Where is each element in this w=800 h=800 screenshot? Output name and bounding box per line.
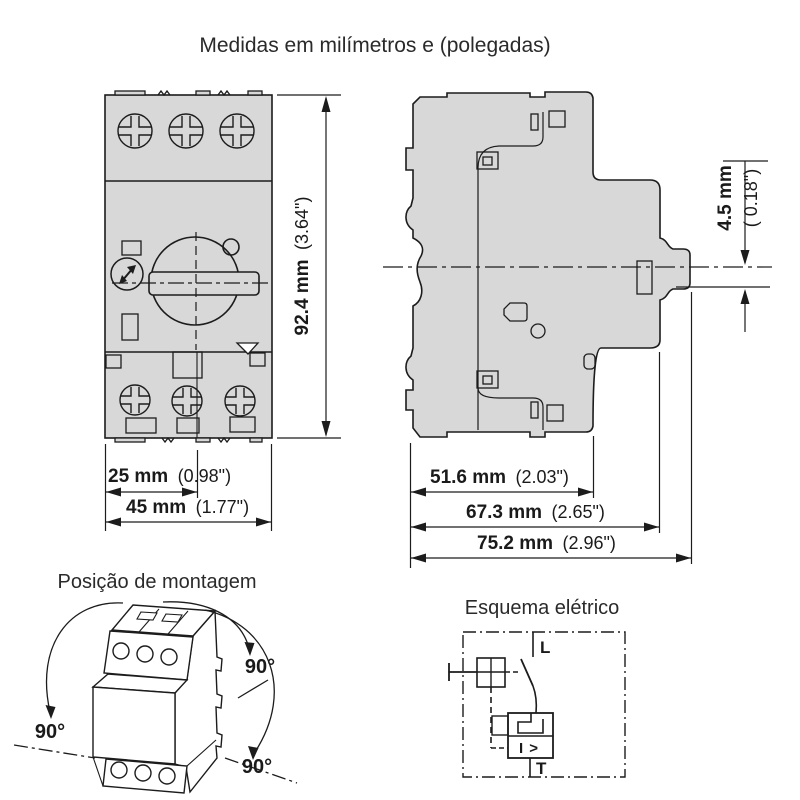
side-interior-seams — [477, 112, 544, 430]
dim-label-height: 92.4 mm (3.64") — [292, 197, 313, 336]
dim-knob-mm: 4.5 mm — [715, 165, 736, 230]
angle-label-top-right: 90° — [245, 656, 275, 678]
schematic-enclosure-border — [462, 631, 626, 778]
dim-height-in: (3.64") — [292, 197, 312, 250]
release-actuator-box — [491, 715, 509, 736]
overcurrent-release-label: I > — [519, 740, 539, 757]
dim-label-45: 45 mm (1.77") — [126, 497, 249, 518]
arc-top-right — [162, 601, 250, 649]
manual-operator-symbol — [448, 663, 477, 681]
ext-lines-depth — [409, 292, 693, 568]
arrow-down-icon — [321, 421, 331, 437]
switch-contact — [520, 658, 534, 687]
iso-front-face — [92, 686, 176, 765]
page-title: Medidas em milímetros e (polegadas) — [199, 34, 550, 57]
side-rivet — [530, 323, 546, 339]
dim-label-67-3: 67.3 mm (2.65") — [466, 502, 605, 523]
arrow-right-icon — [182, 487, 197, 497]
dim-label-25: 25 mm (0.98") — [108, 466, 231, 487]
axis-dashdot-right — [224, 757, 298, 784]
rotary-knob-group — [112, 232, 268, 350]
mounting-title: Posição de montagem — [57, 571, 256, 593]
switch-to-release-wire — [532, 685, 538, 714]
arc-left — [45, 602, 124, 713]
front-window-bottom — [121, 313, 139, 341]
axis-dashdot-left — [13, 744, 96, 759]
bottom-terminal-details — [105, 351, 266, 434]
tilt-axis-line — [237, 679, 269, 699]
dim-45-in: (1.77") — [196, 497, 249, 517]
front-top-serration — [114, 89, 263, 97]
front-view-drawing — [104, 89, 273, 444]
side-interior-details — [476, 110, 653, 422]
dim-51-6-mm: 51.6 mm — [430, 467, 506, 488]
arrow-up-icon — [740, 289, 750, 304]
dim-25-in: (0.98") — [178, 466, 231, 486]
arrow-down-icon — [248, 746, 259, 760]
release-block: I > — [507, 712, 554, 759]
side-edge-notch — [583, 353, 596, 370]
side-latch-tab — [503, 302, 528, 322]
actuator-symbol — [448, 657, 520, 688]
dim-label-75-2: 75.2 mm (2.96") — [477, 533, 616, 554]
bottom-terminal-screws — [119, 384, 256, 417]
ext-lines-height — [277, 94, 341, 439]
dim-75-2-mm: 75.2 mm — [477, 533, 553, 554]
side-view-drawing — [383, 91, 772, 438]
mounting-position-section: Posição de montagem — [13, 571, 298, 794]
dim-height-mm: 92.4 mm — [292, 259, 313, 335]
top-terminal-screws — [117, 113, 255, 149]
arrow-down-icon — [740, 250, 750, 265]
front-window-top — [121, 240, 142, 256]
schematic-section: Esquema elétrico L I > T — [448, 597, 626, 778]
angle-label-left: 90° — [35, 721, 65, 743]
front-view-dimensions: 92.4 mm (3.64") 25 mm (0.98") 45 mm (1.7… — [104, 94, 341, 531]
arrow-down-icon — [244, 642, 255, 656]
test-triangle-marker — [235, 342, 260, 355]
thermal-release-symbol — [517, 713, 544, 734]
front-bottom-serration — [114, 436, 263, 444]
knob-side-slot — [636, 260, 653, 295]
side-view-dimensions: 4.5 mm ( 0.18") 51.6 mm (2.03") 67.3 mm … — [409, 160, 770, 568]
dim-label-51-6: 51.6 mm (2.03") — [430, 467, 569, 488]
arrow-left-icon — [106, 487, 121, 497]
arc-bottom-right — [204, 609, 275, 753]
line-terminal-label: L — [540, 638, 550, 657]
dim-67-3-mm: 67.3 mm — [466, 502, 542, 523]
dial-arrow-icon — [127, 265, 136, 274]
rotation-arcs — [13, 601, 298, 784]
angle-label-bottom-right: 90° — [242, 756, 272, 778]
dim-25-mm: 25 mm — [108, 466, 168, 487]
mounting-isometric-breaker — [91, 604, 223, 794]
dim-67-3-in: (2.65") — [552, 502, 605, 522]
ext-lines-width — [104, 444, 273, 531]
arrow-down-icon — [45, 705, 56, 719]
arrow-up-icon — [321, 96, 331, 112]
trip-adjust-dial — [110, 257, 144, 291]
dim-51-6-in: (2.03") — [516, 467, 569, 487]
dim-knob-in: ( 0.18") — [741, 169, 761, 227]
load-terminal-label: T — [536, 759, 547, 778]
dim-75-2-in: (2.96") — [563, 533, 616, 553]
knob-pin — [222, 238, 240, 256]
breaker-side-body — [405, 91, 691, 438]
schematic-title: Esquema elétrico — [465, 597, 620, 619]
dim-45-mm: 45 mm — [126, 497, 186, 518]
